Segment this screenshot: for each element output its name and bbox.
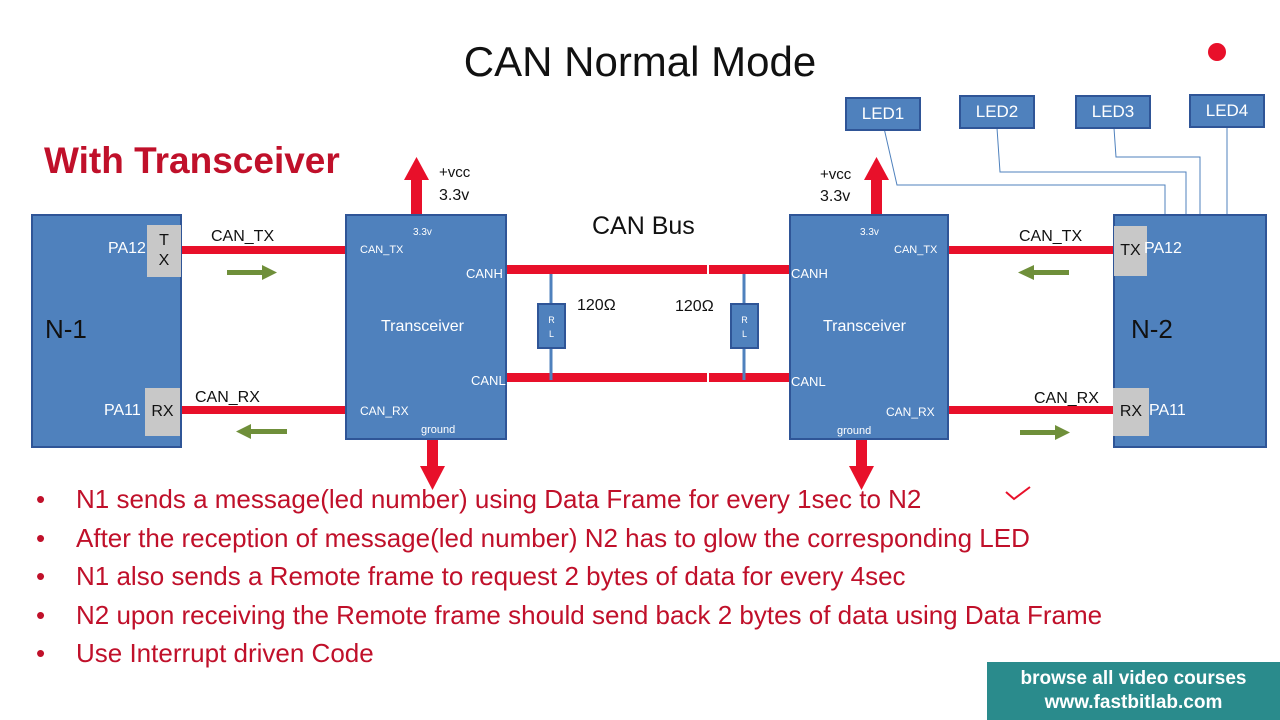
led-1: LED1 xyxy=(845,97,921,131)
transceiver-left-3v3-pin: 3.3v xyxy=(413,227,432,238)
vcc-label-right: +vcc xyxy=(820,166,852,183)
list-item: •N1 sends a message(led number) using Da… xyxy=(36,484,922,514)
led1-line xyxy=(883,127,1166,214)
label-n2-can-tx: CAN_TX xyxy=(1019,228,1083,245)
wire-canh xyxy=(505,265,790,274)
promo-link[interactable]: www.fastbitlab.com xyxy=(1044,692,1223,713)
transceiver-right-block xyxy=(789,214,949,440)
slide-title: CAN Normal Mode xyxy=(463,38,817,85)
ground-arrow-left xyxy=(420,438,445,490)
resistor-right: R L xyxy=(730,303,759,349)
transceiver-right-label: Transceiver xyxy=(823,318,906,335)
transceiver-left-label: Transceiver xyxy=(381,318,464,335)
wire-n2-can-tx xyxy=(948,246,1114,254)
node-1-tx-pin: T X xyxy=(147,225,181,277)
slide-subtitle: With Transceiver xyxy=(44,140,340,181)
promo-line-1: browse all video courses xyxy=(1020,668,1247,689)
transceiver-left-ground-pin: ground xyxy=(421,424,456,436)
vcc-label-left: +vcc xyxy=(439,164,471,181)
transceiver-right-can-rx-pin: CAN_RX xyxy=(886,405,935,419)
promo-banner[interactable]: browse all video courses www.fastbitlab.… xyxy=(987,662,1280,720)
check-mark xyxy=(1005,486,1031,501)
node-1-pa11-label: PA11 xyxy=(104,402,141,419)
direction-arrow-n1-tx xyxy=(227,265,277,280)
node-2-label: N-2 xyxy=(1131,314,1173,344)
transceiver-right-can-tx-pin: CAN_TX xyxy=(894,244,938,256)
wire-n2-can-rx xyxy=(948,406,1114,414)
node-1-label: N-1 xyxy=(45,314,87,344)
node-2-pa12-label: PA12 xyxy=(1144,240,1182,257)
wire-n1-can-rx xyxy=(182,406,347,414)
transceiver-left-can-tx-pin: CAN_TX xyxy=(360,244,404,256)
list-item: •N2 upon receiving the Remote frame shou… xyxy=(36,599,1103,630)
transceiver-left-canl-pin: CANL xyxy=(471,373,506,388)
transceiver-left-canh-pin: CANH xyxy=(466,266,503,281)
vcc-arrow-right xyxy=(864,157,889,216)
label-n1-can-rx: CAN_RX xyxy=(195,389,260,406)
direction-arrow-n2-tx xyxy=(1018,265,1069,280)
led3-line xyxy=(1113,127,1201,214)
node-1-pa12-label: PA12 xyxy=(108,240,146,257)
label-n1-can-tx: CAN_TX xyxy=(211,228,275,245)
node-2-rx-pin: RX xyxy=(1113,388,1149,436)
resistor-left: R L xyxy=(537,303,566,349)
pointer-dot xyxy=(1208,43,1226,61)
transceiver-left-can-rx-pin: CAN_RX xyxy=(360,404,409,418)
led-2: LED2 xyxy=(959,95,1035,129)
resistor-right-value: 120Ω xyxy=(675,298,714,315)
voltage-label-right: 3.3v xyxy=(820,188,851,205)
node-2-tx-pin: TX xyxy=(1114,226,1147,276)
wire-canl xyxy=(505,373,790,382)
can-bus-label: CAN Bus xyxy=(592,212,695,240)
direction-arrow-n1-rx xyxy=(236,424,287,439)
resistor-left-value: 120Ω xyxy=(577,297,616,314)
node-2-pa11-label: PA11 xyxy=(1149,402,1186,419)
transceiver-right-canh-pin: CANH xyxy=(791,266,828,281)
list-item: •After the reception of message(led numb… xyxy=(36,522,1030,553)
ground-arrow-right xyxy=(849,438,874,490)
led-4: LED4 xyxy=(1189,94,1265,128)
transceiver-right-3v3-pin: 3.3v xyxy=(860,227,879,238)
voltage-label-left: 3.3v xyxy=(439,187,470,204)
list-item: •N1 also sends a Remote frame to request… xyxy=(36,561,906,591)
wire-n1-can-tx xyxy=(182,246,347,254)
label-n2-can-rx: CAN_RX xyxy=(1034,390,1099,407)
transceiver-left-block xyxy=(345,214,507,440)
node-1-rx-pin: RX xyxy=(145,388,180,436)
direction-arrow-n2-rx xyxy=(1020,425,1070,440)
list-item: •Use Interrupt driven Code xyxy=(36,638,374,668)
requirements-list: •N1 sends a message(led number) using Da… xyxy=(36,480,1102,673)
vcc-arrow-left xyxy=(404,157,429,216)
led2-line xyxy=(996,127,1187,214)
transceiver-right-ground-pin: ground xyxy=(837,425,872,437)
transceiver-right-canl-pin: CANL xyxy=(791,374,826,389)
led-3: LED3 xyxy=(1075,95,1151,129)
